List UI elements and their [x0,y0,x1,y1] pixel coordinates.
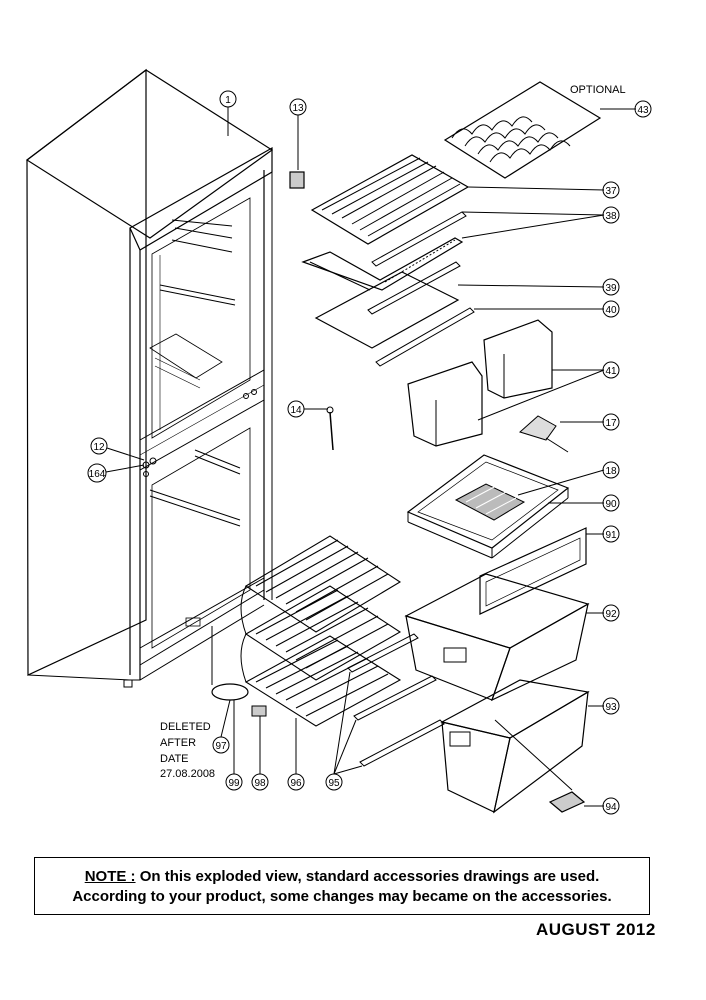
ice-tray-18: 18 [454,461,620,521]
callout-label-43: 43 [637,105,649,116]
trim-38: 38 [371,206,620,267]
drip-tray-99: 99 [211,626,249,791]
callout-label-99: 99 [228,778,240,789]
callout-13: 13 [289,98,307,189]
callout-label-37: 37 [605,186,617,197]
callout-label-96: 96 [290,778,302,789]
trim-40: 40 [375,300,620,367]
callout-label-94: 94 [605,802,617,813]
wine-rack-43: 43 OPTIONAL [443,81,652,179]
deleted-note: DELETED AFTER DATE 27.08.2008 [160,721,215,780]
trims-95: 95 [325,633,445,791]
callout-label-1: 1 [225,95,231,106]
callout-label-18: 18 [605,466,617,477]
callout-label-95: 95 [328,778,340,789]
freezer-tray-90: 90 [406,454,620,559]
callout-label-12: 12 [93,442,105,453]
callout-label-39: 39 [605,283,617,294]
note-box: NOTE : On this exploded view, standard a… [34,857,650,915]
deleted-line-3: DATE [160,753,189,765]
crisper-drawer-93: 93 [440,679,620,814]
thermostat-14: 14 [287,400,334,451]
deleted-line-2: AFTER [160,737,196,749]
callout-label-14: 14 [290,405,302,416]
callout-label-38: 38 [605,211,617,222]
callout-label-164: 164 [89,469,106,480]
door-bins-41: 41 [407,319,620,447]
callout-label-93: 93 [605,702,617,713]
note-line-1: NOTE : On this exploded view, standard a… [35,868,649,885]
note-line-2: According to your product, some changes … [72,888,612,905]
deleted-line-1: DELETED [160,721,211,733]
callout-label-40: 40 [605,305,617,316]
callout-label-97: 97 [215,741,227,752]
shelf-37: 37 [310,154,620,245]
callout-label-90: 90 [605,499,617,510]
optional-label: OPTIONAL [570,84,626,96]
hinge-94: 94 [548,791,620,815]
note-keyword: NOTE : [84,868,136,885]
condenser-coils-96: 96 [240,535,402,791]
ice-scraper-17: 17 [519,413,620,453]
callout-97: 97 [212,699,231,754]
callout-label-41: 41 [605,366,617,377]
callout-label-92: 92 [605,609,617,620]
callout-label-98: 98 [254,778,266,789]
deleted-line-4: 27.08.2008 [160,768,215,780]
fridge-cabinet [25,68,274,688]
callout-label-91: 91 [605,530,617,541]
valve-98: 98 [251,705,269,791]
callout-12: 12 [90,437,145,461]
crisper-cover-91: 91 [479,525,620,615]
glass-shelf-39: 39 [314,261,620,349]
document-date: AUGUST 2012 [536,920,656,939]
callout-label-17: 17 [605,418,617,429]
note-text-1: On this exploded view, standard accessor… [139,868,600,885]
callout-1: 1 [219,90,237,136]
callout-164: 164 [87,463,145,483]
callout-label-13: 13 [292,103,304,114]
crisper-drawer-92: 92 [404,573,620,702]
